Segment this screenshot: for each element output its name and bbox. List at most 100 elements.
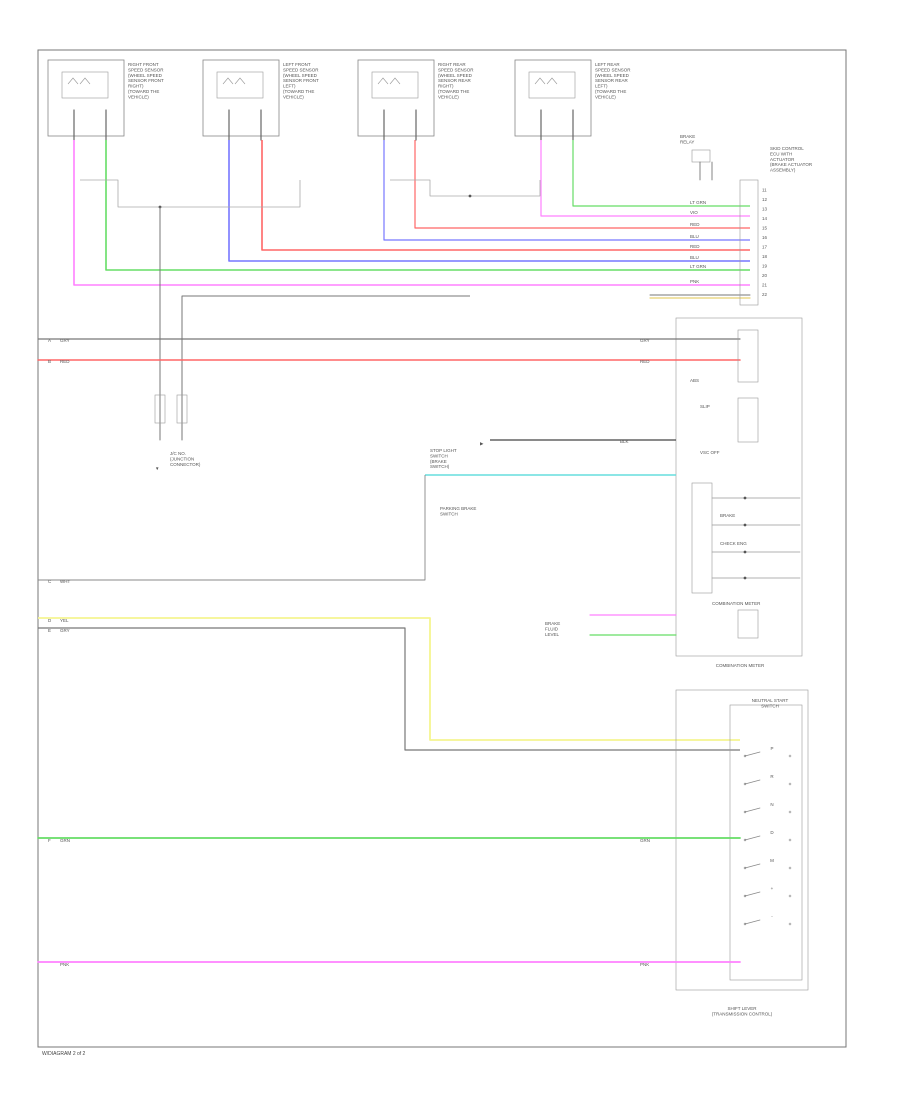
- switch-contact: [744, 891, 761, 897]
- pin-number: 18: [762, 254, 768, 259]
- ground-icon: ▼: [155, 466, 159, 471]
- wire-red-3: [414, 140, 750, 229]
- meter-component: [737, 329, 759, 383]
- pin-number: 13: [762, 207, 768, 212]
- switch-label: SWITCH: [440, 511, 458, 516]
- switch-contact: [744, 863, 761, 869]
- wire-color-label: WHT: [60, 579, 70, 584]
- wire-color-label: RED: [690, 222, 700, 227]
- sensor-label: SENSOR REAR: [595, 78, 629, 83]
- sensor-coil-icon: [67, 77, 91, 85]
- sensor-label: (WHEEL SPEED: [128, 73, 163, 78]
- splice-dot: [743, 550, 747, 554]
- wire-color-label: BLK: [620, 439, 629, 444]
- wire-blue-3: [383, 140, 750, 241]
- wire-color-label: RED: [640, 359, 650, 364]
- junction-label: (JUNCTION: [170, 456, 194, 461]
- indicator-block: [691, 482, 713, 594]
- sensor-label: SENSOR FRONT: [283, 78, 319, 83]
- switch-pin: [743, 866, 747, 870]
- sensor-label: SENSOR FRONT: [128, 78, 164, 83]
- switch-label: SWITCH: [430, 453, 448, 458]
- sensor-label: SPEED SENSOR: [595, 67, 631, 72]
- left-ref-label: D: [48, 618, 52, 623]
- left-ref-label: F: [48, 838, 51, 843]
- wire-pink-4: [540, 140, 750, 217]
- switch-contact: [744, 835, 761, 841]
- splice-dot: [743, 496, 747, 500]
- sensor-coil-icon: [222, 77, 246, 85]
- switch-pin: [788, 838, 792, 842]
- switch-pin: [788, 810, 792, 814]
- switch-contact: [744, 751, 761, 757]
- switch-pin: [743, 894, 747, 898]
- pin-number: 19: [762, 264, 768, 269]
- wire-color-label: RED: [60, 359, 70, 364]
- shift-position-label: R: [770, 774, 774, 779]
- page-reference: W/DIAGRAM 2 of 2: [42, 1051, 86, 1057]
- connector-plug: [691, 149, 711, 163]
- sensor-label: (WHEEL SPEED: [595, 73, 630, 78]
- wire-color-label: BLU: [690, 234, 699, 239]
- ground-connector: [176, 394, 188, 424]
- sensor-label: VEHICLE): [128, 94, 149, 99]
- pin-number: 21: [762, 283, 768, 288]
- sensor-body-icon: [61, 71, 109, 99]
- shield-wire: [390, 179, 541, 197]
- switch-pin: [788, 866, 792, 870]
- wheel-speed-sensor: [47, 59, 125, 137]
- indicator-label: SLIP: [700, 404, 710, 409]
- page-border: [37, 49, 847, 1048]
- splice-dot: [743, 523, 747, 527]
- wheel-speed-sensor: [514, 59, 592, 137]
- sensor-label: (TOWARD THE: [438, 89, 469, 94]
- sensor-label: SPEED SENSOR: [128, 67, 164, 72]
- sensor-label: (WHEEL SPEED: [438, 73, 473, 78]
- wire-color-label: GRN: [640, 838, 650, 843]
- pin-number: 15: [762, 226, 768, 231]
- switch-pin: [743, 922, 747, 926]
- switch-pin: [743, 782, 747, 786]
- wire-gray-trans: [38, 627, 740, 751]
- switch-label: STOP LIGHT: [430, 448, 457, 453]
- junction-label: J/C NO.: [170, 451, 186, 456]
- shield-wire: [80, 179, 301, 208]
- switch-subcaption: (TRANSMISSION CONTROL): [712, 1011, 773, 1016]
- switch-label: PARKING BRAKE: [440, 506, 476, 511]
- ecu-connector: [739, 179, 759, 306]
- left-ref-label: E: [48, 628, 51, 633]
- switch-label: (BRAKE: [430, 459, 447, 464]
- pin-number: 16: [762, 235, 768, 240]
- ecu-label: SKID CONTROL: [770, 146, 804, 151]
- switch-pin: [743, 810, 747, 814]
- shift-position-label: N: [770, 802, 773, 807]
- combination-meter-box: [675, 317, 803, 657]
- meter-component: [737, 397, 759, 443]
- sensor-label: LEFT FRONT: [283, 62, 311, 67]
- indicator-label: VSC OFF: [700, 450, 720, 455]
- sensor-label: SENSOR REAR: [438, 78, 472, 83]
- switch-subcaption: SHIFT LEVER: [728, 1006, 758, 1011]
- indicator-label: BRAKE: [720, 513, 735, 518]
- switch-pin: [788, 782, 792, 786]
- wire-blue-2: [228, 140, 750, 262]
- indicator-label: ABS: [690, 378, 699, 383]
- junction-label: CONNECTOR): [170, 462, 201, 467]
- wire-color-label: BLU: [690, 255, 699, 260]
- sensor-coil-icon: [534, 77, 558, 85]
- shift-switch-body: [729, 704, 803, 981]
- sensor-label: LEFT REAR: [595, 62, 620, 67]
- pin-number: 20: [762, 273, 768, 278]
- left-ref-label: C: [48, 579, 52, 584]
- sensor-label: VEHICLE): [595, 94, 616, 99]
- wheel-speed-sensor: [357, 59, 435, 137]
- switch-pin: [788, 922, 792, 926]
- wire-color-label: LT GRN: [690, 264, 706, 269]
- pin-number: 22: [762, 292, 768, 297]
- ecu-label: ECU WITH: [770, 151, 792, 156]
- sensor-label: LEVEL: [545, 632, 560, 637]
- shift-position-label: +: [771, 886, 774, 891]
- wire-color-label: PNK: [640, 962, 649, 967]
- sensor-body-icon: [528, 71, 576, 99]
